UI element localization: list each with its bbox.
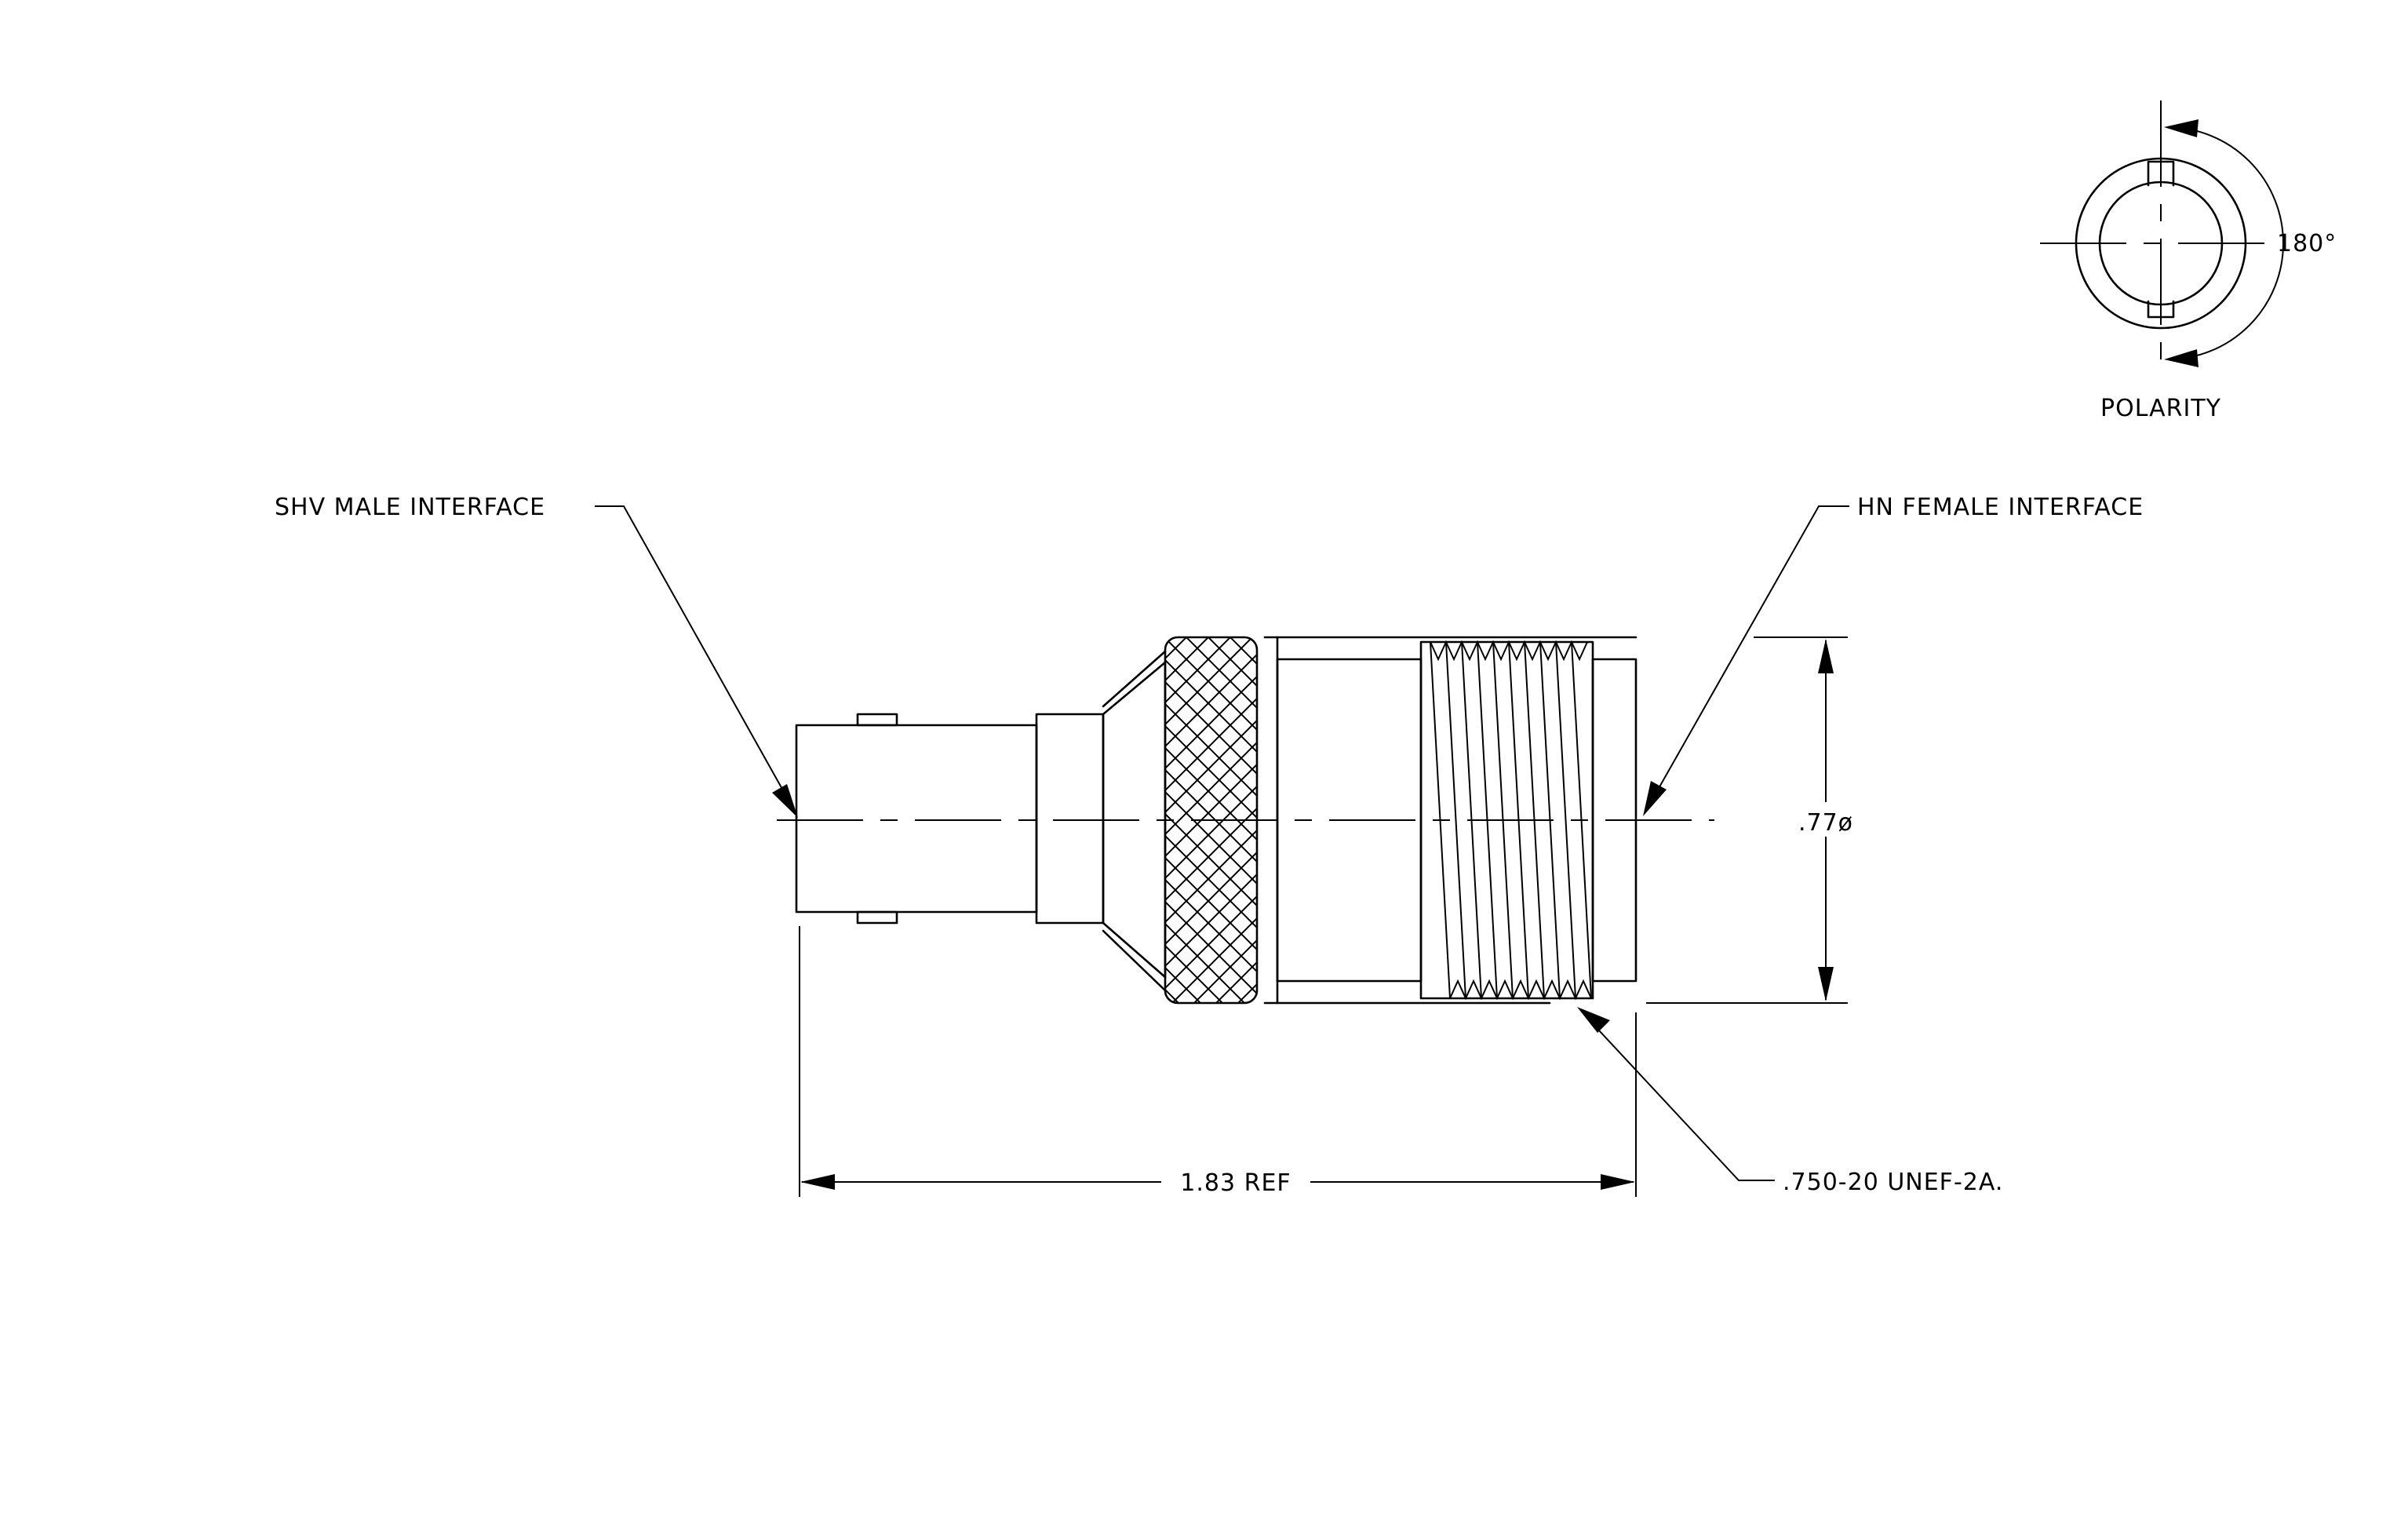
shv-barrel: [795, 724, 1038, 914]
diameter-dimension: .77ø: [1646, 636, 1874, 1004]
length-dimension: 1.83 REF: [799, 926, 1637, 1199]
shv-collar: [1035, 713, 1105, 925]
length-arrow-left: [800, 1174, 835, 1190]
connector-body: [777, 636, 1714, 1005]
bayonet-lug-top: [856, 713, 898, 727]
hn-interface-label: HN FEMALE INTERFACE: [1857, 494, 2144, 521]
length-label: 1.83 REF: [1180, 1169, 1291, 1197]
diameter-arrow-bottom: [1818, 967, 1834, 1001]
taper-top-edge: [1102, 650, 1167, 708]
hn-leader-line: [1650, 505, 1849, 803]
bayonet-lug-bottom: [856, 910, 898, 925]
diameter-label: .77ø: [1798, 809, 1853, 837]
shv-callout: SHV MALE INTERFACE: [275, 494, 798, 818]
thread-leader-arrow: [1577, 1007, 1610, 1033]
polarity-arrow-top: [2164, 119, 2199, 137]
polarity-arrow-bottom: [2164, 349, 2199, 367]
taper-bottom-edge: [1102, 929, 1167, 992]
length-arrow-right: [1601, 1174, 1635, 1190]
polarity-angle-arc: [2166, 126, 2284, 360]
polarity-label: POLARITY: [2100, 395, 2221, 422]
hn-callout: HN FEMALE INTERFACE: [1643, 494, 2144, 816]
diameter-arrow-top: [1818, 639, 1834, 673]
shv-leader-arrow: [772, 784, 798, 818]
angle-label: 180°: [2277, 230, 2337, 257]
thread-callout: .750-20 UNEF-2A.: [1577, 1007, 2003, 1196]
thread-spec-label: .750-20 UNEF-2A.: [1783, 1169, 2003, 1196]
hn-leader-arrow: [1643, 781, 1667, 816]
thread-leader-line: [1587, 1018, 1775, 1181]
polarity-view: 180° POLARITY: [2040, 100, 2337, 422]
shv-interface-label: SHV MALE INTERFACE: [275, 494, 545, 521]
shv-leader-line: [595, 505, 792, 805]
